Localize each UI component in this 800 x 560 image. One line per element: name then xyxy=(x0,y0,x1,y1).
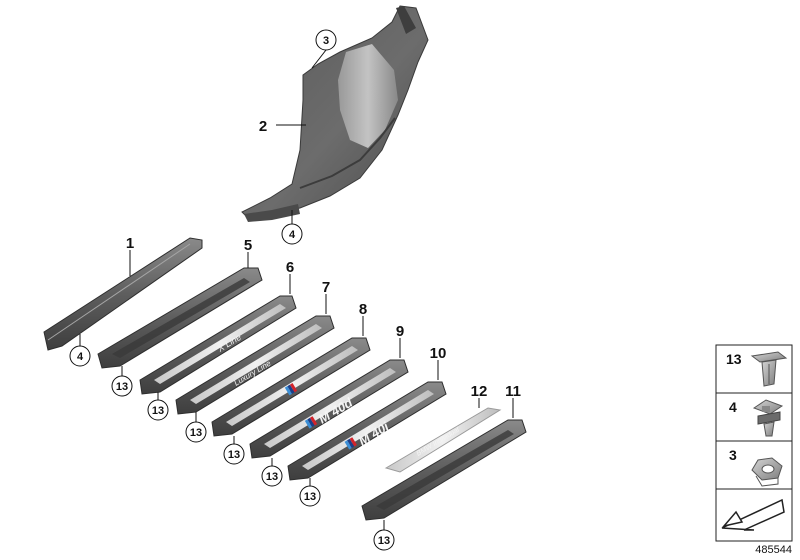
circled-callout-part-4-pillar: 4 xyxy=(281,223,303,245)
callout-part-2: 2 xyxy=(259,118,267,135)
sill-trim-part-5 xyxy=(97,267,263,369)
svg-text:13: 13 xyxy=(378,535,390,547)
m-stripe-badge xyxy=(344,437,357,450)
circled-callout-clip-13-g: 13 xyxy=(373,529,395,551)
sill-trim-part-11 xyxy=(361,419,527,521)
legend-row-3: 3 xyxy=(715,440,793,490)
legend-row-13: 13 xyxy=(715,344,793,394)
circled-callout-clip-13-a: 13 xyxy=(111,375,133,397)
legend-number-13: 13 xyxy=(726,351,742,367)
leader-lines xyxy=(79,49,514,530)
sill-plate-part-8 xyxy=(211,337,371,437)
sill-plate-part-10: M 40i xyxy=(287,381,447,481)
callout-part-8: 8 xyxy=(359,301,367,318)
legend-number-3: 3 xyxy=(729,447,737,463)
svg-text:13: 13 xyxy=(228,449,240,461)
parts-legend: 13 4 3 xyxy=(715,344,793,542)
callout-part-9: 9 xyxy=(396,323,404,340)
legend-row-4: 4 xyxy=(715,392,793,442)
a-pillar-trim-panel xyxy=(241,5,429,222)
expanding-clip-icon xyxy=(750,351,788,387)
callout-part-11: 11 xyxy=(505,383,521,400)
svg-text:13: 13 xyxy=(190,427,202,439)
circled-callout-clip-13-e: 13 xyxy=(261,465,283,487)
callout-part-10: 10 xyxy=(430,345,447,362)
circled-callout-part-4-strip: 4 xyxy=(69,345,91,367)
callout-part-1: 1 xyxy=(126,235,134,252)
circled-callout-clip-13-f: 13 xyxy=(299,485,321,507)
svg-text:13: 13 xyxy=(266,471,278,483)
m-stripe-badge xyxy=(304,416,318,429)
callout-part-7: 7 xyxy=(322,279,330,296)
m-stripe-badge xyxy=(284,383,298,396)
circled-callout-clip-13-d: 13 xyxy=(223,443,245,465)
svg-text:13: 13 xyxy=(152,405,164,417)
svg-text:3: 3 xyxy=(323,35,329,47)
circled-callout-clip-13-c: 13 xyxy=(185,421,207,443)
hex-nut-icon xyxy=(751,457,783,487)
circled-callout-part-3: 3 xyxy=(315,29,337,51)
svg-text:13: 13 xyxy=(304,491,316,503)
callout-part-12: 12 xyxy=(471,383,488,400)
callout-part-5: 5 xyxy=(244,237,252,254)
push-rivet-icon xyxy=(752,399,784,437)
sill-strip-part-1 xyxy=(43,237,203,351)
catalog-number: 485544 xyxy=(755,544,792,556)
svg-text:4: 4 xyxy=(289,229,296,241)
svg-text:4: 4 xyxy=(77,351,84,363)
circled-callout-clip-13-b: 13 xyxy=(147,399,169,421)
arrow-icon xyxy=(721,498,785,531)
callout-part-6: 6 xyxy=(286,259,294,276)
legend-row-arrow xyxy=(715,488,793,542)
svg-text:13: 13 xyxy=(116,381,128,393)
legend-number-4: 4 xyxy=(729,399,737,415)
